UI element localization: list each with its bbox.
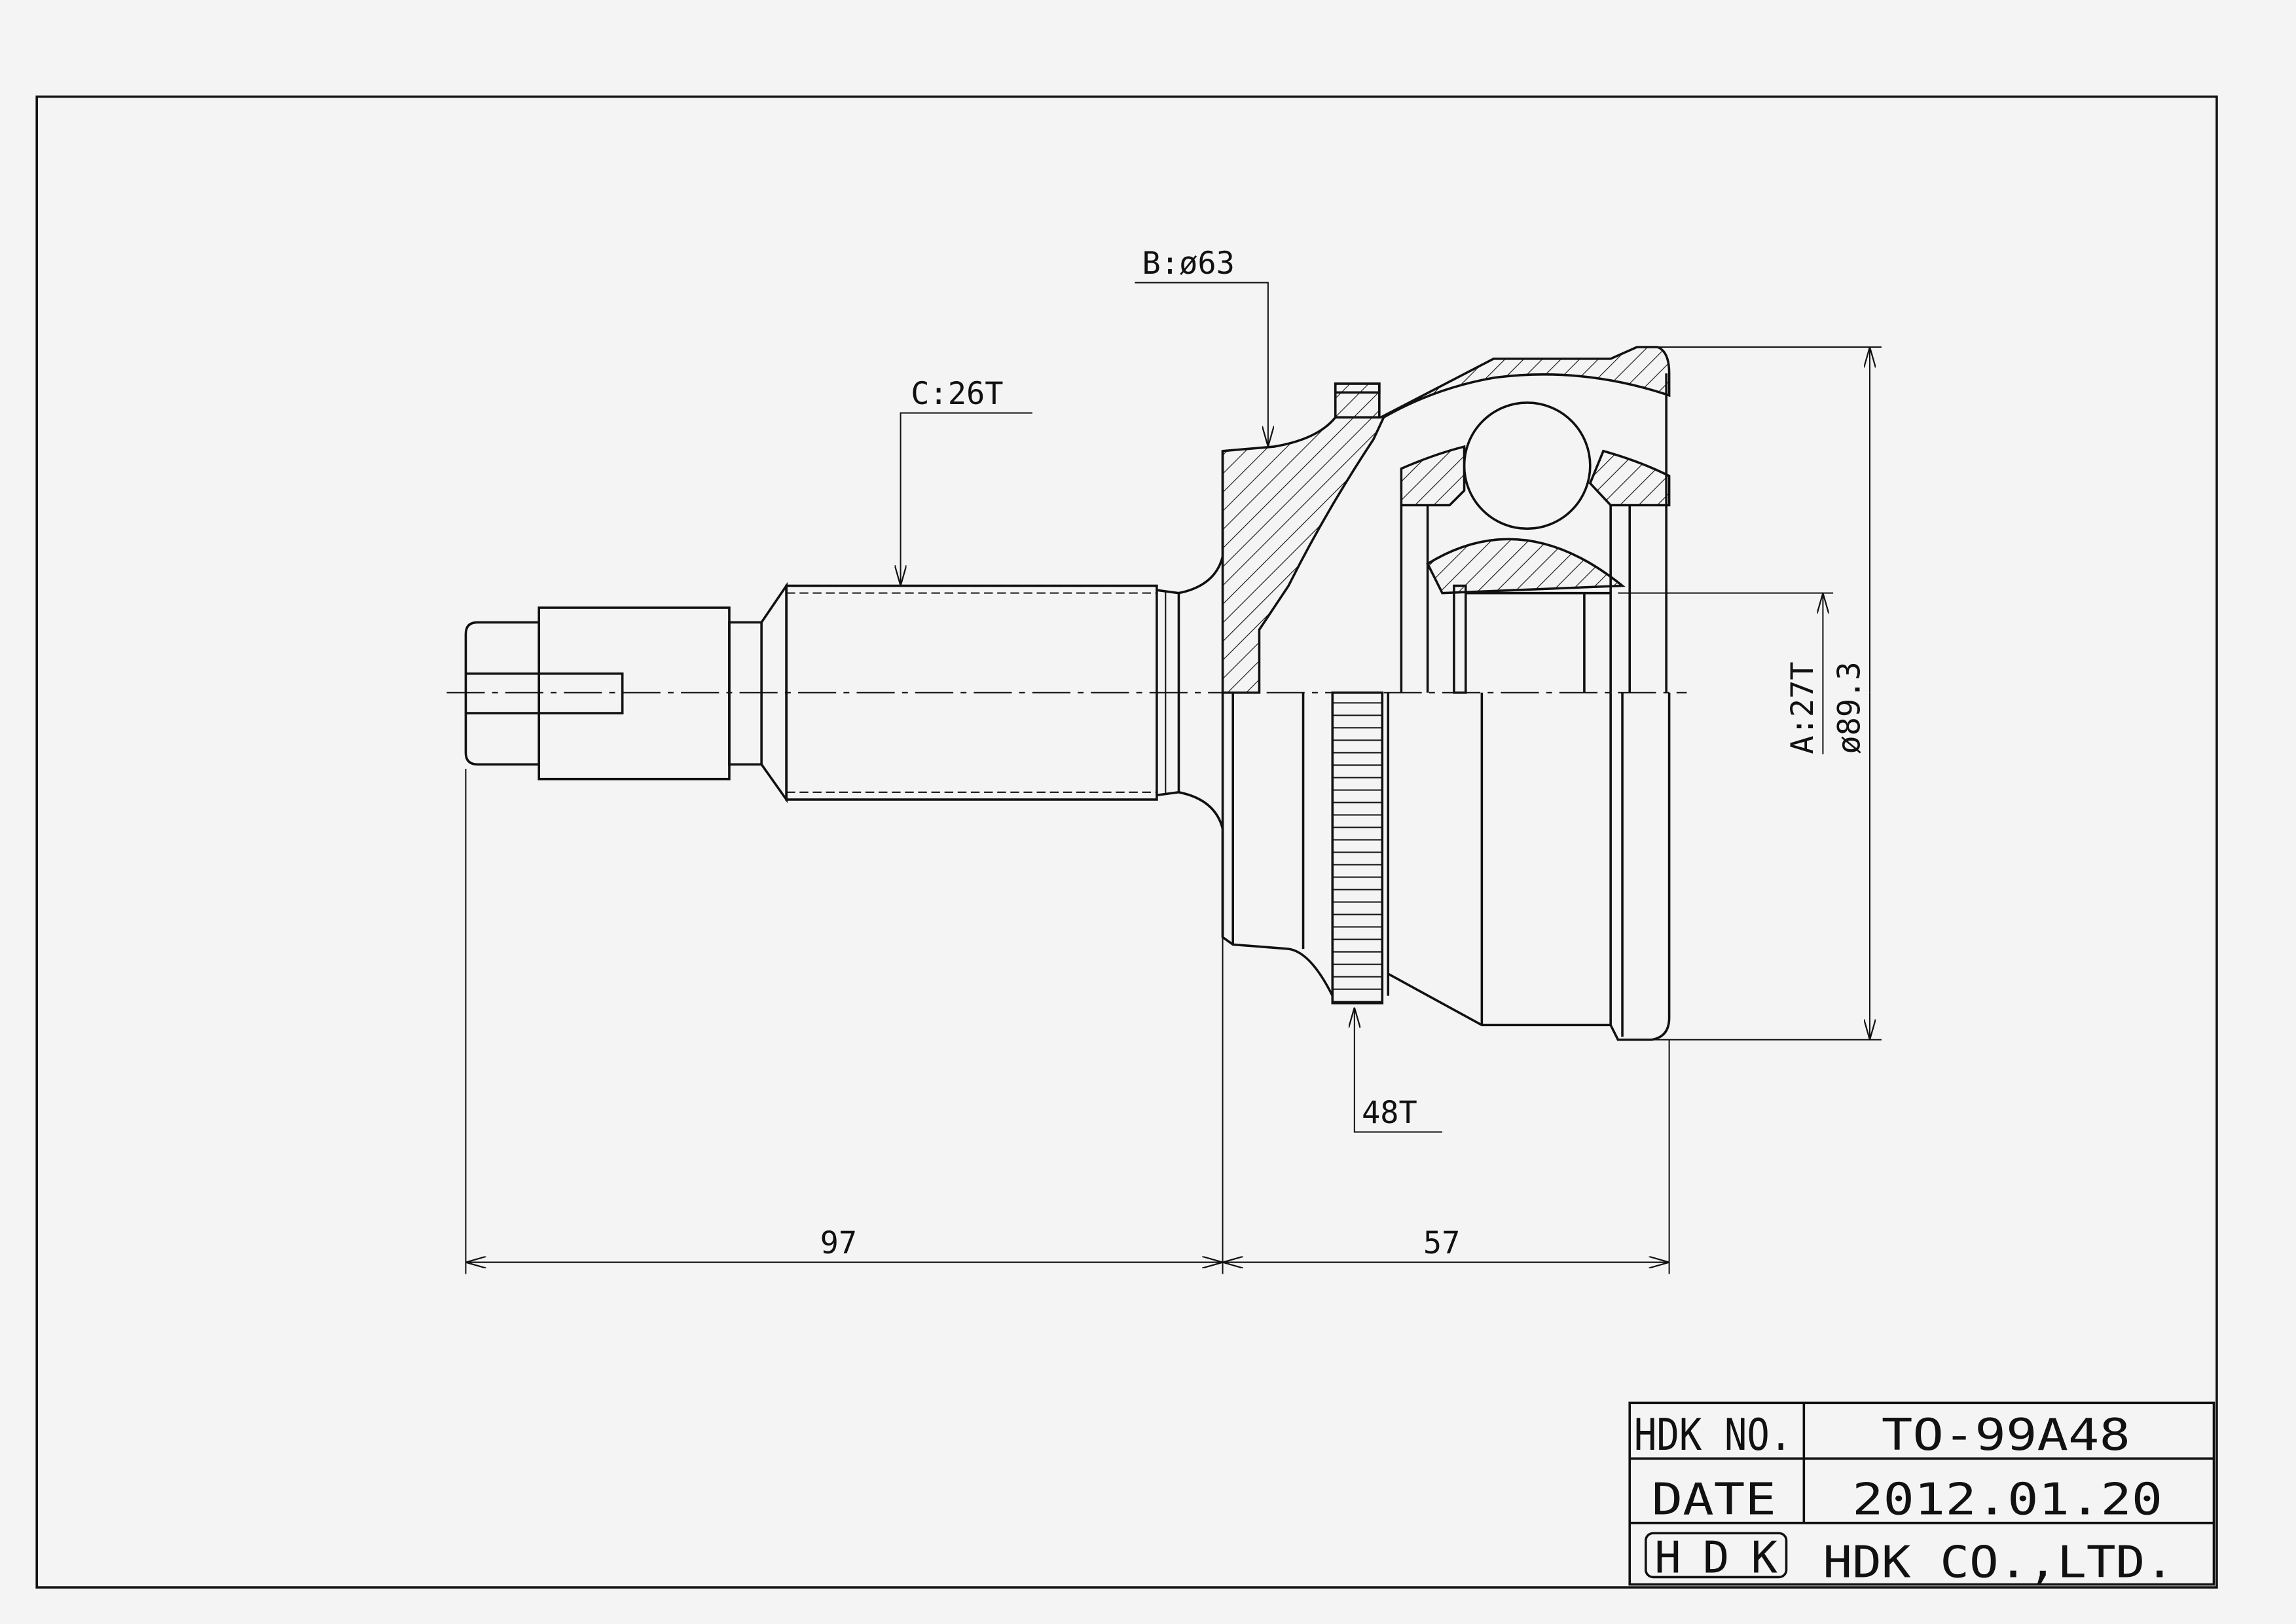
outer-bell-section	[1221, 346, 1671, 694]
leader-c: C:26T	[901, 376, 1032, 586]
label-bell-b: B:ø63	[1142, 246, 1235, 282]
dim-shaft-length: 97	[820, 1225, 858, 1261]
ball	[1463, 401, 1592, 530]
dim-bell-length: 57	[1423, 1225, 1461, 1261]
date-value: 2012.01.20	[1852, 1473, 2162, 1524]
part-no-label: HDK NO.	[1634, 1409, 1793, 1460]
label-abs-teeth: 48T	[1362, 1095, 1417, 1131]
part-no: TO-99A48	[1882, 1409, 2130, 1460]
hdk-logo-frame	[1645, 1532, 1788, 1579]
stub-shaft	[464, 451, 1224, 938]
leader-b: B:ø63	[1135, 246, 1267, 447]
outer-bell-view	[1221, 691, 1671, 1041]
dimension-lines: 97 57 A:27T ø89.3	[465, 346, 1882, 1274]
label-spline-c: C:26T	[911, 376, 1003, 412]
abs-ring	[1331, 691, 1384, 1005]
label-spline-a: A:27T	[1785, 661, 1821, 754]
drawing-border	[35, 95, 2218, 1589]
company-name: HDK CO.,LTD.	[1823, 1536, 2174, 1587]
label-outer-diameter: ø89.3	[1831, 661, 1867, 754]
title-block: HDK NO. TO-99A48 DATE 2012.01.20 HDK HDK…	[1628, 1401, 2215, 1587]
leader-48t: 48T	[1355, 1007, 1442, 1133]
date-label: DATE	[1652, 1473, 1776, 1524]
hdk-logo: HDK	[1654, 1532, 1777, 1583]
keyway-slot	[465, 672, 624, 714]
